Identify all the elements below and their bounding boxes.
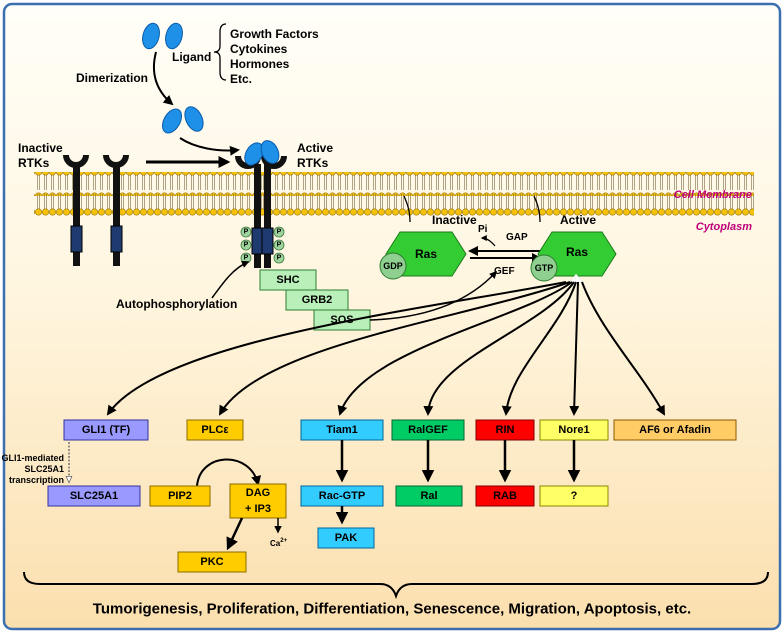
slc25a1-label: SLC25A1: [70, 490, 118, 502]
pi-label: Pi: [478, 224, 488, 235]
dag-label: DAG: [246, 487, 270, 499]
active-ras-name: Ras: [566, 245, 588, 259]
effector-hub-triangle: [569, 273, 584, 283]
gli1-label: GLI1 (TF): [82, 424, 131, 436]
cytoplasm-label: Cytoplasm: [696, 221, 752, 233]
unknown-box: [539, 485, 609, 507]
active-ras-shape: [537, 231, 617, 277]
phospho-4: P: [277, 229, 282, 236]
phospho-6: P: [277, 255, 282, 262]
af6-box: [613, 419, 737, 441]
dag-ip3-box: [229, 483, 287, 519]
plce-label: PLCε: [201, 424, 229, 436]
ligand-label: Ligand: [172, 50, 211, 64]
rin-label: RIN: [496, 424, 515, 436]
ligand-type-2: Hormones: [230, 57, 290, 71]
dimerization-arrow: [153, 51, 174, 106]
pip2-box: [149, 485, 211, 507]
ligand-monomers: [142, 22, 183, 50]
af6-label: AF6 or Afadin: [639, 424, 711, 436]
gap-label: GAP: [506, 232, 528, 243]
pip2-label: PIP2: [168, 490, 192, 502]
ligand-type-3: Etc.: [230, 72, 252, 86]
ligand-binding-arrow: [179, 137, 240, 156]
ligand-type-0: Growth Factors: [230, 27, 319, 41]
active-ras-label: Active: [560, 213, 596, 227]
outcome-brace: [23, 571, 769, 600]
phospho-2: P: [244, 242, 249, 249]
ras-effector-arrows: [106, 281, 665, 416]
gli1-note-3: transcription: [9, 475, 64, 485]
phosphate-groups: P P P P P P: [240, 226, 285, 264]
active-rtks-label-1: Active: [297, 141, 333, 155]
active-rtk-dimer: [235, 140, 287, 268]
inactive-ras-name: Ras: [415, 247, 437, 261]
autophosphorylation-arrow: [211, 260, 250, 299]
phospho-5: P: [277, 242, 282, 249]
gtp-label: GTP: [535, 263, 554, 273]
pkc-box: [177, 551, 247, 573]
pak-label: PAK: [335, 532, 357, 544]
inactive-rtk-right: [103, 154, 129, 266]
ligand-dimer: [162, 106, 204, 134]
ral-label: Ral: [420, 490, 437, 502]
dimerization-label: Dimerization: [76, 71, 148, 85]
pip2-to-dag-arrow: [196, 458, 262, 487]
ral-box: [395, 485, 463, 507]
inactive-ras-anchor: [403, 195, 411, 223]
plce-box: [186, 419, 244, 441]
dag-to-pkc-arrow: [226, 517, 244, 551]
gdp-circle: [379, 252, 407, 280]
active-ras-anchor: [533, 195, 541, 223]
gli1-note-2: SLC25A1: [24, 464, 64, 474]
unknown-label: ?: [571, 490, 578, 502]
inactive-ras-label: Inactive: [432, 213, 477, 227]
ralgef-label: RalGEF: [408, 424, 448, 436]
pi-release-arrow: [480, 235, 496, 247]
rab-label: RAB: [493, 490, 517, 502]
cell-membrane: [34, 172, 754, 218]
ip3-label: + IP3: [245, 503, 271, 515]
gli1-box: [63, 419, 149, 441]
phospho-3: P: [244, 255, 249, 262]
ligand-brace: [213, 23, 227, 81]
nore1-label: Nore1: [558, 424, 589, 436]
rab-box: [475, 485, 535, 507]
inactive-rtk-left: [63, 154, 89, 266]
inactive-rtks-label-2: RTKs: [18, 156, 50, 170]
outcome-label: Tumorigenesis, Proliferation, Differenti…: [93, 601, 691, 618]
pkc-label: PKC: [200, 556, 223, 568]
inactive-rtks-label-1: Inactive: [18, 141, 63, 155]
grb2-label: GRB2: [302, 294, 333, 306]
sos-to-gef-arrow: [369, 270, 498, 321]
tiam1-label: Tiam1: [326, 424, 358, 436]
shc-label: SHC: [276, 274, 299, 286]
gef-label: GEF: [494, 266, 515, 277]
phospho-1: P: [244, 229, 249, 236]
pak-box: [317, 527, 375, 549]
calcium-label: Ca2+: [270, 538, 288, 548]
active-rtks-label-2: RTKs: [297, 156, 329, 170]
slc25a1-box: [47, 485, 141, 507]
gtp-circle: [530, 254, 558, 282]
gdp-label: GDP: [383, 261, 403, 271]
cell-membrane-label: Cell Membrane: [674, 189, 752, 201]
ligand-type-1: Cytokines: [230, 42, 288, 56]
autophosphorylation-label: Autophosphorylation: [116, 297, 237, 311]
gli1-note-1: GLI1-mediated: [1, 453, 64, 463]
rac-gtp-label: Rac-GTP: [319, 490, 365, 502]
